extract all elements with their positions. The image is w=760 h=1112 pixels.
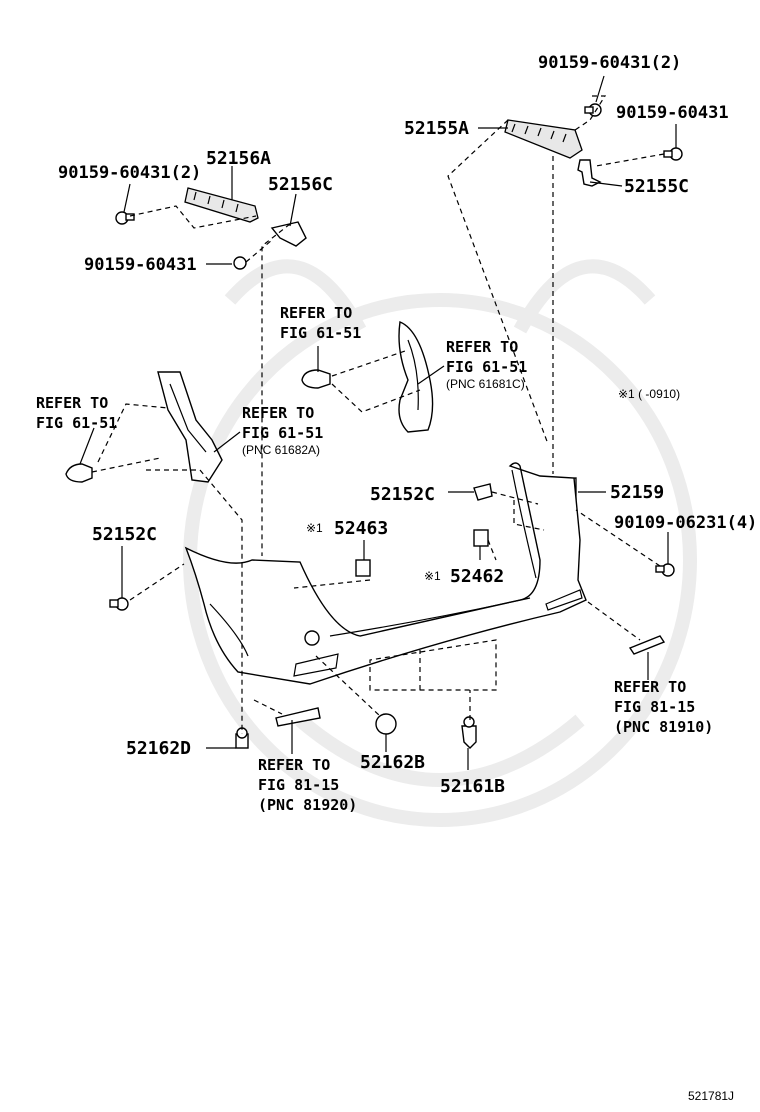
ref-right-line2: FIG 61-51	[446, 358, 527, 376]
bolt-left-2	[233, 256, 247, 270]
ref-bottom-right-line2: FIG 81-15	[614, 698, 695, 716]
ref-bottom-right-line1: REFER TO	[614, 678, 686, 696]
label-52159: 52159	[610, 482, 664, 503]
label-52162b: 52162B	[360, 752, 425, 773]
bracket-52156a	[184, 187, 259, 223]
label-90159-60431-2-left: 90159-60431(2)	[58, 163, 201, 183]
side-retainer-right	[398, 321, 434, 433]
reflector-81910	[628, 635, 666, 655]
reflector-81920	[275, 707, 321, 727]
label-90109-06231: 90109-06231(4)	[614, 513, 757, 533]
label-52155a: 52155A	[404, 118, 469, 139]
ref-bottom-left-line3: (PNC 81920)	[258, 796, 357, 814]
label-52152c-left: 52152C	[92, 524, 157, 545]
label-52161b: 52161B	[440, 776, 505, 797]
side-retainer-left	[157, 371, 223, 483]
bracket-52155a	[504, 119, 583, 159]
ref-left-line1: REFER TO	[36, 394, 108, 412]
star-marker-52462: ※1	[424, 569, 441, 583]
label-52462: 52462	[450, 566, 504, 587]
clip-52152c-left	[109, 597, 129, 611]
dashed-connectors	[91, 95, 665, 734]
clip-52161b	[461, 716, 477, 749]
bracket-52155c	[577, 159, 602, 187]
ref-top-line2: FIG 61-51	[280, 324, 361, 342]
bolt-left-1	[115, 211, 135, 225]
ref-top-line1: REFER TO	[280, 304, 352, 322]
star-markers: ※1 ※1 ※1 ( -0910)	[306, 387, 680, 583]
ref-right-line3: (PNC 61681C)	[446, 377, 525, 391]
label-52162d: 52162D	[126, 738, 191, 759]
ref-center-line3: (PNC 61682A)	[242, 443, 320, 457]
ref-bottom-left-line2: FIG 81-15	[258, 776, 339, 794]
ref-center-line1: REFER TO	[242, 404, 314, 422]
label-52156a: 52156A	[206, 148, 271, 169]
fastener-52162d	[235, 727, 249, 749]
rear-bumper-cover	[184, 462, 587, 685]
watermark-emblem	[183, 259, 697, 827]
pad-52463	[355, 559, 371, 577]
label-52463: 52463	[334, 518, 388, 539]
label-52155c: 52155C	[624, 176, 689, 197]
figure-id: 521781J	[688, 1089, 734, 1103]
bolt-top-1	[584, 103, 602, 117]
label-90159-60431-top: 90159-60431	[616, 103, 729, 123]
ref-bottom-right-line3: (PNC 81910)	[614, 718, 713, 736]
reference-notes: REFER TO FIG 61-51 REFER TO FIG 61-51 (P…	[36, 304, 713, 814]
bracket-52156c	[270, 221, 307, 247]
ref-bottom-left-line1: REFER TO	[258, 756, 330, 774]
bolt-top-2	[663, 147, 683, 161]
ref-left-line2: FIG 61-51	[36, 414, 117, 432]
star-note: ※1 ( -0910)	[618, 387, 680, 401]
label-52152c-mid: 52152C	[370, 484, 435, 505]
ref-right-line1: REFER TO	[446, 338, 518, 356]
label-52156c: 52156C	[268, 174, 333, 195]
clip-52152c-mid	[473, 483, 493, 501]
pad-52462	[473, 529, 489, 547]
label-90159-60431-left: 90159-60431	[84, 255, 197, 275]
part-number-labels: 90159-60431(2) 90159-60431 52155A 52155C…	[58, 53, 757, 797]
ref-center-line2: FIG 61-51	[242, 424, 323, 442]
leader-lines	[79, 75, 677, 770]
label-90159-60431-2-top: 90159-60431(2)	[538, 53, 681, 73]
clip-refer-top	[301, 369, 331, 389]
clip-refer-left	[65, 463, 93, 483]
star-marker-52463: ※1	[306, 521, 323, 535]
cap-52162b	[375, 713, 397, 735]
